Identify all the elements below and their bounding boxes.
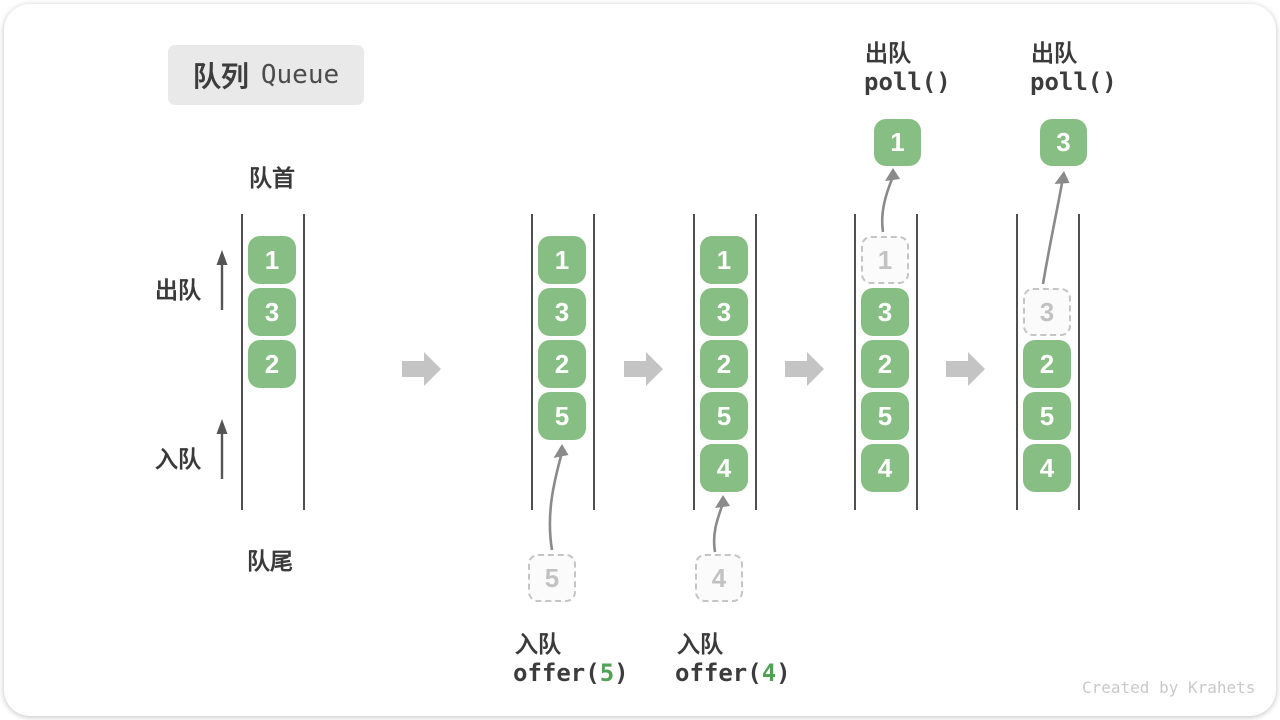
- flow-arrow-icon: [946, 352, 985, 386]
- queue-item: 1: [248, 236, 296, 284]
- curved-arrow-icon: [880, 168, 900, 233]
- incoming-item: 5: [528, 554, 576, 602]
- queue-item: 1: [700, 236, 748, 284]
- queue-rail: [854, 214, 856, 510]
- queue-rail: [303, 214, 305, 510]
- op-dequeue3-label: 出队: [1031, 40, 1077, 66]
- queue-rail: [1078, 214, 1080, 510]
- up-arrow-icon: [216, 419, 228, 479]
- queue-rail: [531, 214, 533, 510]
- queue-item: 5: [1023, 392, 1071, 440]
- queue-rail: [593, 214, 595, 510]
- queue-item: 1: [538, 236, 586, 284]
- flow-arrow-icon: [624, 352, 663, 386]
- op-dequeue1-code: poll(): [864, 68, 951, 96]
- label-queue-front: 队首: [249, 165, 295, 191]
- label-enqueue: 入队: [155, 446, 201, 472]
- op-enqueue4-label: 入队: [677, 631, 723, 657]
- queue-item: 2: [861, 340, 909, 388]
- queue-item: 4: [861, 444, 909, 492]
- queue-item: 2: [248, 340, 296, 388]
- label-queue-rear: 队尾: [247, 548, 293, 574]
- queue-item: 4: [700, 444, 748, 492]
- title-zh: 队列: [192, 61, 249, 92]
- queue-diagram: 队列 Queue 队首 队尾 出队 入队 1 3 2 1 3 2 5 5 入队 …: [4, 4, 1276, 716]
- incoming-item: 4: [695, 554, 743, 602]
- op-dequeue3-code: poll(): [1030, 68, 1117, 96]
- queue-item: 5: [538, 392, 586, 440]
- label-dequeue: 出队: [155, 277, 201, 303]
- queue-item: 3: [861, 288, 909, 336]
- curved-arrow-icon: [1041, 171, 1070, 285]
- watermark: Created by Krahets: [1082, 678, 1256, 697]
- queue-rail: [755, 214, 757, 510]
- flow-arrow-icon: [402, 352, 441, 386]
- queue-rail: [1016, 214, 1018, 510]
- title-en: Queue: [260, 60, 340, 90]
- queue-item: 4: [1023, 444, 1071, 492]
- queue-item: 2: [700, 340, 748, 388]
- op-enqueue5-code: offer(5): [513, 659, 629, 687]
- ghost-item: 3: [1023, 288, 1071, 336]
- queue-rail: [241, 214, 243, 510]
- queue-item: 3: [538, 288, 586, 336]
- removed-item: 3: [1040, 119, 1087, 166]
- op-enqueue5-label: 入队: [515, 631, 561, 657]
- queue-item: 5: [861, 392, 909, 440]
- queue-item: 3: [248, 288, 296, 336]
- curved-arrow-icon: [712, 495, 730, 553]
- curved-arrow-icon: [548, 444, 569, 551]
- removed-item: 1: [874, 119, 921, 166]
- queue-rail: [916, 214, 918, 510]
- op-dequeue1-label: 出队: [865, 40, 911, 66]
- up-arrow-icon: [216, 250, 228, 310]
- ghost-item: 1: [861, 236, 909, 284]
- queue-rail: [693, 214, 695, 510]
- queue-item: 3: [700, 288, 748, 336]
- queue-item: 5: [700, 392, 748, 440]
- queue-item: 2: [538, 340, 586, 388]
- flow-arrow-icon: [785, 352, 824, 386]
- title-badge: 队列 Queue: [168, 45, 364, 105]
- queue-item: 2: [1023, 340, 1071, 388]
- op-enqueue4-code: offer(4): [675, 659, 791, 687]
